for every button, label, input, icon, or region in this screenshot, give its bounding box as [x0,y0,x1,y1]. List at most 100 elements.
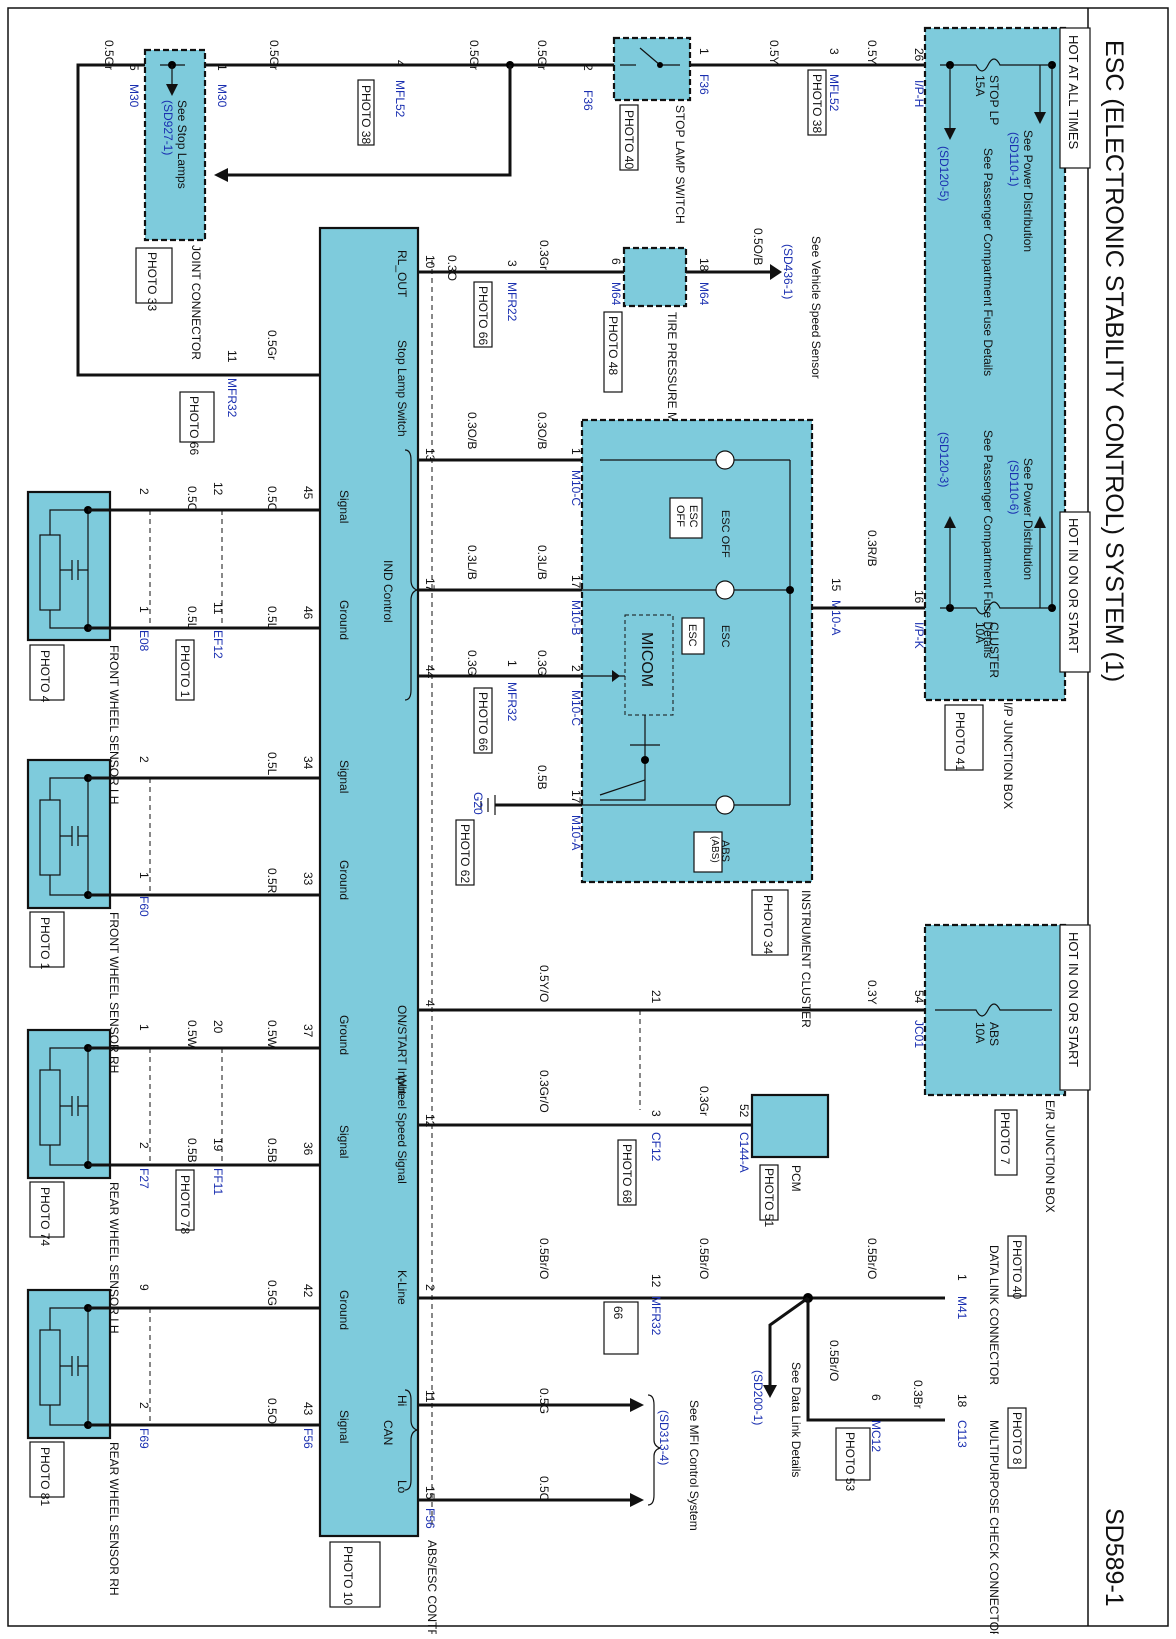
stop-lp-fuse [940,58,1052,72]
ip-box-photo: PHOTO 41 [953,712,967,771]
cluster-photo: PHOTO 34 [761,895,775,954]
ff11-pin-b: 19 [211,1138,225,1152]
mp-name: MULTIPURPOSE CHECK CONNECTOR [987,1420,1001,1634]
can-hi-arrow [630,1398,644,1412]
er-conn-jc01: JC01 [912,1020,926,1048]
er-box-photo-frame [994,1109,1018,1176]
er-box-photo: PHOTO 7 [998,1112,1012,1165]
cluster-pin-17: 17 [569,575,583,589]
ip-ref1-code: (SD110-1) [1007,132,1021,186]
frh-wire-b: 0.5R [265,868,279,894]
rear-wheel-sensor-lh-group: 1 2 F27 0.5W 0.5Br 0.5W 0.5Br 20 19 FF11… [26,1020,320,1334]
joint-conn-b: M30 [127,84,141,108]
power-ref-arrow-2 [1034,516,1046,528]
esc-lamp-icon [715,580,735,600]
hot-at-all-times-label-box [1059,27,1091,169]
dlc-photo-frame [1007,1235,1027,1297]
abs-label-wheel-speed: Wheel Speed Signal [395,1075,409,1184]
joint-pin-b: 5 [127,64,141,71]
pin-46: 46 [301,606,315,620]
wire-label-0-5bro-d: 0.5Br/O [827,1340,841,1381]
pin-36: 36 [301,1142,315,1156]
flh-wire-c: 0.5O [265,486,279,512]
hot-at-all-times-label: HOT AT ALL TIMES [1066,35,1081,149]
micom-diode [612,670,620,682]
abs-label-signal-34: Signal [337,760,351,793]
cluster-fuse-name: CLUSTER [987,622,1001,678]
ind-control-brace [404,449,419,701]
pin-33: 33 [301,872,315,886]
cluster-photo-frame [751,889,789,956]
wire-stop-feed-branch [220,65,512,177]
mp-photo-frame [1007,1407,1027,1469]
pin-17: 17 [423,578,437,592]
ip-ref1-text: See Power Distribution [1021,130,1035,252]
front-wheel-sensor-lh-group: 2 1 E08 0.5O 0.5L 0.5O 0.5L 12 11 EF12 P… [26,482,320,804]
abs-driver-circuit [599,715,660,801]
wire-label-0-5o-can: 0.5O [537,1476,551,1502]
joint-pin-a: 1 [215,64,229,71]
mc12-conn: MC12 [869,1420,883,1452]
vss-arrow [770,264,782,280]
mfi-brace [647,1394,662,1506]
joint-ref-arrow [166,84,178,96]
frh-pin-2: 2 [137,756,151,763]
mfr22-pin: 3 [505,260,519,267]
tpms-conn-a: M64 [697,282,711,306]
cf12-conn: CF12 [649,1132,663,1162]
rlh-conn: F27 [137,1168,151,1189]
abs-lamp-icon [715,795,735,815]
ef12-pin-b: 11 [211,602,225,615]
front-rh-coil [49,777,89,896]
stop-switch-blade [639,47,661,66]
front-wheel-sensor-lh [26,490,112,642]
wire-label-0-5gr-b: 0.5Gr [467,40,481,70]
abs-label-hi: Hi [395,1395,409,1406]
front-lh-photo: PHOTO 4 [38,650,52,703]
flh-wire-a: 0.5O [185,486,199,512]
ip-box-name: I/P JUNCTION BOX [1001,702,1015,809]
abs-label-signal-36: Signal [337,1125,351,1158]
ff11-pin-a: 20 [211,1020,225,1034]
mfl52a-photo-frame [357,79,375,146]
mfr32b-pin: 1 [505,660,519,667]
esc-indicator: ESC [686,624,698,647]
mfl52b-photo-frame [807,69,827,136]
abs-label-lo: Lo [395,1480,409,1494]
front-rh-photo: PHOTO 1 [38,917,52,970]
wire-label-0-3ob-b: 0.3O/B [465,412,479,449]
cluster-ref-arrow [944,516,956,528]
micom-label: MICOM [638,632,655,687]
abs-fuse-rating: 10A [973,1022,987,1043]
stop-switch-photo: PHOTO 40 [622,110,636,169]
wire-label-0-5gr-e: 0.5Gr [265,330,279,360]
mfr22-conn: MFR22 [505,282,519,322]
esc-off-lamp-icon [715,450,735,470]
flh-conn: E08 [137,630,151,652]
mfr32a-conn: MFR32 [225,378,239,418]
cluster-conn-m10b: M10-B [569,600,583,635]
ip-ref2-text: See Passenger Compartment Fuse Details [981,148,995,376]
abs-label-ground-37: Ground [337,1015,351,1055]
stop-lp-fuse-rating: 15A [973,75,987,96]
cluster-conn-m10a-17: M10-A [569,815,583,850]
ground-conn: G20 [471,792,485,815]
mfl52b-photo: PHOTO 38 [810,74,824,133]
hot-in-on-start-label-1: HOT IN ON OR START [1066,518,1081,653]
front-lh-photo-frame [29,644,65,701]
pin-43: 43 [301,1402,315,1416]
ef12-photo-frame [175,639,195,701]
mfr32b-photo: PHOTO 66 [476,692,490,751]
cluster-fuse-rating: 10A [973,622,987,643]
tpms-pin-a: 18 [697,258,711,272]
ip-conn-ipk: I/P-K [912,622,926,649]
cf12-pin: 3 [649,1110,663,1117]
abs-indicator: (ABS) [709,836,720,863]
wire-label-0-3g-b: 0.3G [465,650,479,676]
rrh-pin-9: 9 [137,1284,151,1291]
ff11-conn: FF11 [211,1168,225,1195]
pcm-box [750,1093,830,1159]
mfr32a-photo: PHOTO 66 [187,396,201,455]
cluster-pin-1: 1 [569,448,583,455]
rear-rh-photo: PHOTO 81 [38,1447,52,1506]
